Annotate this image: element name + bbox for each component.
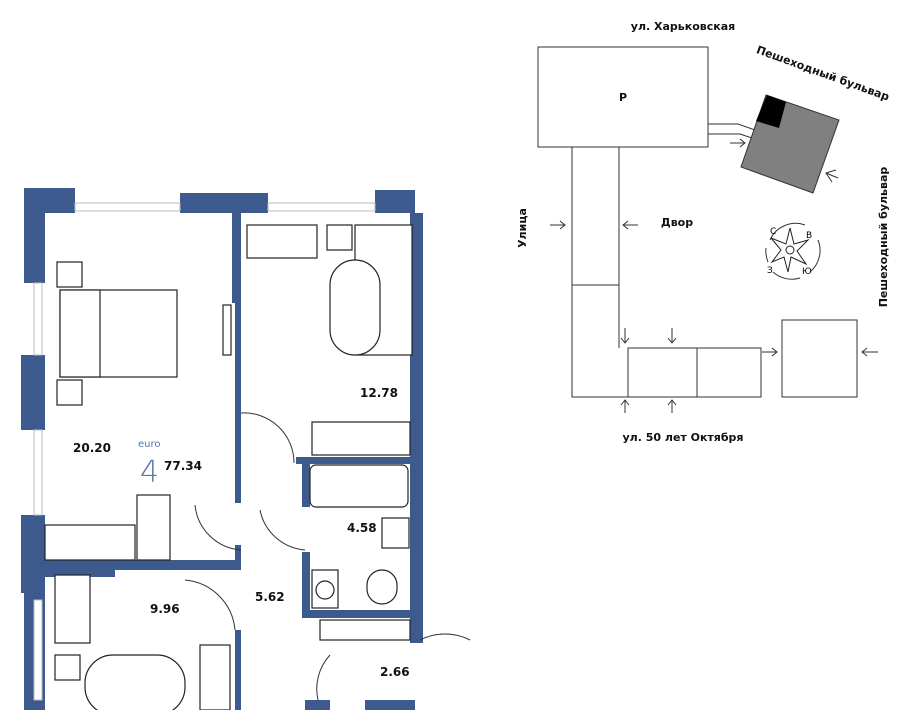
windows: [33, 202, 376, 701]
room-area-bedroom-1: 20.20: [73, 441, 111, 455]
compass-icon: С В Ю З: [765, 222, 821, 280]
compass-north: С: [770, 227, 776, 237]
compass-south: Ю: [802, 267, 812, 277]
street-left-label: Улица: [516, 208, 529, 248]
boulevard-right-label: Пешеходный бульвар: [877, 167, 890, 308]
layout-type-label: euro: [138, 439, 161, 450]
room-area-hallway: 5.62: [255, 590, 285, 604]
room-area-bedroom-3: 9.96: [150, 602, 180, 616]
boulevard-top-label: Пешеходный бульвар: [755, 43, 892, 103]
rooms-count: 4: [140, 455, 159, 490]
parking-label: Р: [619, 91, 627, 104]
street-bottom-label: ул. 50 лет Октября: [623, 431, 744, 444]
room-area-entrance: 2.66: [380, 665, 410, 679]
total-area: 77.34: [164, 459, 202, 473]
compass-west: З: [767, 266, 773, 276]
room-area-bedroom-2: 12.78: [360, 386, 398, 400]
street-top-label: ул. Харьковская: [631, 20, 735, 33]
furniture: [44, 224, 471, 710]
yard-label: Двор: [661, 216, 693, 229]
parking-building: [537, 46, 709, 148]
compass-east: В: [806, 231, 812, 241]
room-area-bathroom: 4.58: [347, 521, 377, 535]
site-plan: С В Ю З: [537, 46, 878, 413]
building-right: [781, 319, 858, 398]
highlighted-building: [740, 94, 840, 194]
